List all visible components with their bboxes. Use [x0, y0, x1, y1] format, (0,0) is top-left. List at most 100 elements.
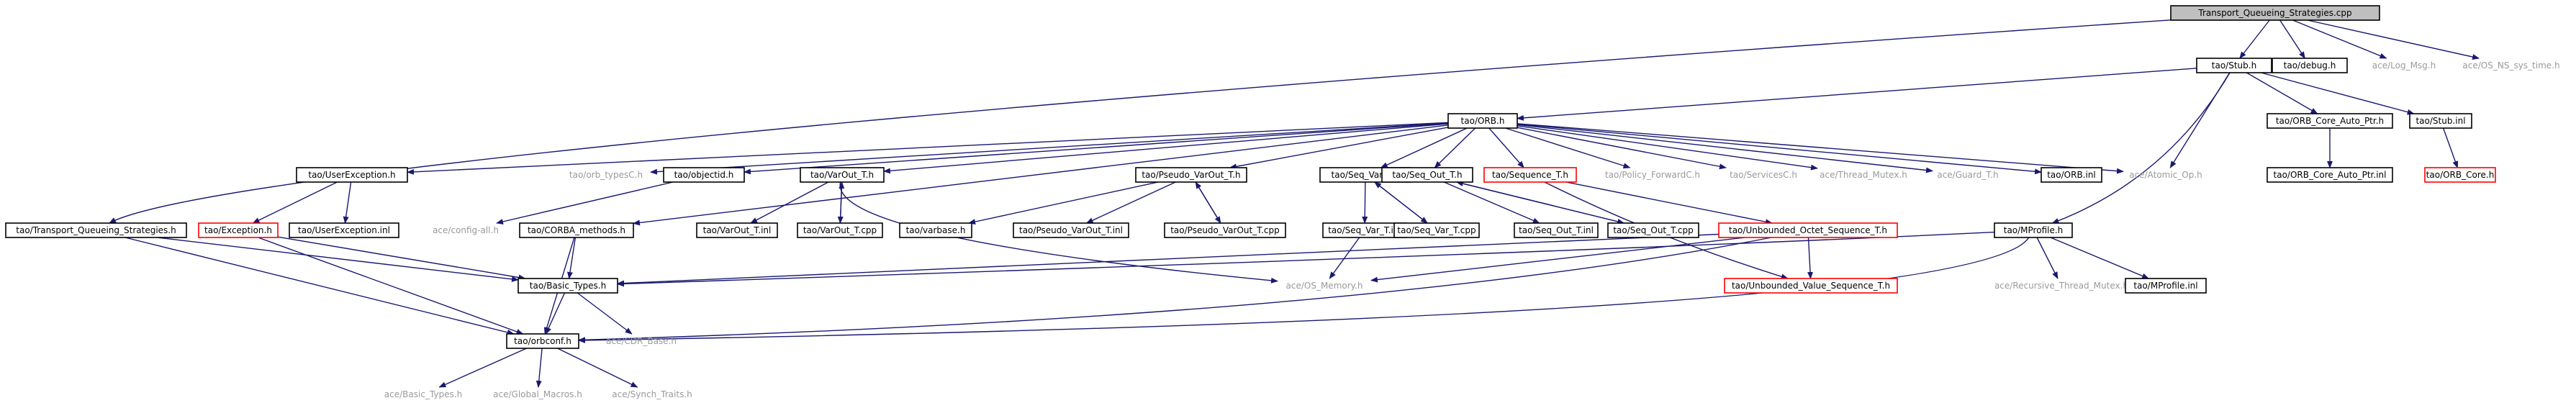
node-box: [899, 222, 972, 238]
node-label: tao/ORB_Core_Auto_Ptr.h: [2276, 116, 2384, 126]
node-pseudocpp[interactable]: tao/Pseudo_VarOut_T.cpp: [1164, 222, 1286, 238]
edge-mprofile-to-orbconf: [578, 237, 2030, 343]
node-varoutinl[interactable]: tao/VarOut_T.inl: [696, 222, 778, 238]
node-seqvarinl[interactable]: tao/Seq_Var_T.inl: [1322, 222, 1407, 238]
edge-varoutcpp-to-varout: [839, 181, 845, 224]
node-label: tao/MProfile.h: [2004, 225, 2064, 235]
node-sequence[interactable]: tao/Sequence_T.h: [1483, 167, 1577, 183]
node-userexc[interactable]: tao/UserException.h: [296, 167, 408, 183]
edge-orb-to-orbtypes: [650, 122, 1449, 175]
edge-orbconf-to-synchtraits: [557, 348, 638, 388]
node-label: ace/Synch_Traits.h: [612, 389, 692, 399]
node-unbvalue[interactable]: tao/Unbounded_Value_Sequence_T.h: [1724, 278, 1898, 294]
node-seqoutinl[interactable]: tao/Seq_Out_T.inl: [1514, 222, 1599, 238]
node-box: [1514, 222, 1599, 238]
node-label: tao/Seq_Out_T.h: [1392, 170, 1462, 180]
node-box: [296, 167, 408, 183]
node-label: ace/Thread_Mutex.h: [1820, 170, 1907, 180]
edge-orb-to-services: [1517, 127, 1727, 170]
node-label: tao/varbase.h: [906, 225, 966, 235]
node-label: tao/objectid.h: [674, 170, 734, 180]
node-label: ace/Global_Macros.h: [493, 389, 582, 399]
edge-orbconf-to-acebasic: [438, 348, 527, 388]
node-stubinl[interactable]: tao/Stub.inl: [2409, 113, 2472, 129]
node-orb[interactable]: tao/ORB.h: [1447, 113, 1518, 129]
node-coreauto[interactable]: tao/ORB_Core_Auto_Ptr.h: [2267, 113, 2393, 129]
edge-root-to-tqsh: [109, 19, 2171, 224]
node-label: tao/VarOut_T.h: [810, 170, 874, 180]
node-pseudoinl[interactable]: tao/Pseudo_VarOut_T.inl: [1013, 222, 1129, 238]
node-osmemory: ace/OS_Memory.h: [1286, 281, 1363, 291]
edge-seqout-to-seqoutinl: [1443, 181, 1540, 224]
node-objectid[interactable]: tao/objectid.h: [663, 167, 745, 183]
node-logmsg: ace/Log_Msg.h: [2372, 60, 2436, 71]
node-seqvarcpp[interactable]: tao/Seq_Var_T.cpp: [1393, 222, 1480, 238]
edge-objectid-to-configall: [496, 181, 674, 225]
node-seqout[interactable]: tao/Seq_Out_T.h: [1381, 167, 1473, 183]
node-varbase[interactable]: tao/varbase.h: [899, 222, 972, 238]
edge-tqsh-to-orbconf: [125, 237, 515, 335]
node-basictypes[interactable]: tao/Basic_Types.h: [518, 278, 618, 294]
node-box: [1607, 222, 1699, 238]
edge-orb-to-userexc: [407, 122, 1449, 175]
node-label: tao/ServicesC.h: [1730, 170, 1797, 180]
node-corbamethods[interactable]: tao/CORBA_methods.h: [519, 222, 634, 238]
node-label: tao/Pseudo_VarOut_T.cpp: [1170, 225, 1280, 235]
node-label: ace/Log_Msg.h: [2372, 60, 2436, 71]
edge-varout-to-varoutinl: [750, 181, 829, 224]
node-box: [1164, 222, 1286, 238]
edge-root-to-ossys: [2307, 19, 2480, 60]
node-box: [1718, 222, 1898, 238]
node-userexcinl[interactable]: tao/UserException.inl: [289, 222, 399, 238]
node-ossys: ace/OS_NS_sys_time.h: [2462, 60, 2559, 71]
node-label: ace/config-all.h: [433, 225, 499, 235]
node-label: tao/Seq_Out_T.inl: [1519, 225, 1594, 235]
node-stub[interactable]: tao/Stub.h: [2196, 58, 2272, 73]
edge-exception-to-orbconf: [258, 237, 524, 335]
edge-mprofile-to-recmutex: [2036, 237, 2058, 279]
node-label: tao/UserException.inl: [298, 225, 390, 235]
edge-mprofile-to-basictypes: [617, 231, 1995, 287]
node-mprofileinl[interactable]: tao/MProfile.inl: [2125, 278, 2207, 294]
edge-seqvarcpp-to-seqvar: [1374, 181, 1428, 224]
node-label: tao/UserException.h: [308, 170, 395, 180]
node-box: [2125, 278, 2207, 294]
node-mprofile[interactable]: tao/MProfile.h: [1994, 222, 2073, 238]
node-recmutex: ace/Recursive_Thread_Mutex.h: [1994, 281, 2128, 291]
node-seqoutcpp[interactable]: tao/Seq_Out_T.cpp: [1607, 222, 1699, 238]
node-tqsh[interactable]: tao/Transport_Queueing_Strategies.h: [5, 222, 187, 238]
node-orbinl[interactable]: tao/ORB.inl: [2041, 167, 2102, 183]
node-label: tao/Seq_Out_T.cpp: [1613, 225, 1693, 235]
node-cdrbase: ace/CDR_Base.h: [606, 336, 677, 346]
node-coreautoinl[interactable]: tao/ORB_Core_Auto_Ptr.inl: [2267, 167, 2393, 183]
node-box: [2424, 167, 2496, 183]
node-unbocttet[interactable]: tao/Unbounded_Octet_Sequence_T.h: [1718, 222, 1898, 238]
edge-orb-to-pseudo: [1229, 127, 1449, 170]
node-configall: ace/config-all.h: [433, 225, 499, 235]
node-label: ace/Basic_Types.h: [384, 389, 462, 399]
edge-corbamethods-to-basictypes: [567, 237, 577, 279]
node-root[interactable]: Transport_Queueing_Strategies.cpp: [2170, 5, 2380, 21]
edge-mprofile-to-mprofileinl: [2050, 237, 2150, 279]
node-debug[interactable]: tao/debug.h: [2272, 58, 2348, 73]
dependency-nodes: Transport_Queueing_Strategies.cpp tao/Stu…: [5, 5, 2560, 399]
edge-seqoutcpp-to-seqout: [1455, 181, 1624, 224]
node-box: [696, 222, 778, 238]
edge-stub-to-stubinl: [2261, 72, 2415, 115]
node-box: [519, 222, 634, 238]
node-orbconf[interactable]: tao/orbconf.h: [506, 333, 579, 349]
node-orbcore[interactable]: tao/ORB_Core.h: [2424, 167, 2496, 183]
node-varoutcpp[interactable]: tao/VarOut_T.cpp: [797, 222, 883, 238]
node-label: tao/Policy_ForwardC.h: [1605, 170, 1700, 180]
node-exception[interactable]: tao/Exception.h: [198, 222, 279, 238]
node-box: [1135, 167, 1247, 183]
node-varout[interactable]: tao/VarOut_T.h: [800, 167, 885, 183]
edge-orb-to-sequence: [1488, 127, 1524, 168]
node-box: [663, 167, 745, 183]
node-label: tao/Stub.h: [2212, 60, 2256, 71]
node-label: tao/Pseudo_VarOut_T.h: [1142, 170, 1240, 180]
node-pseudo[interactable]: tao/Pseudo_VarOut_T.h: [1135, 167, 1247, 183]
node-policy: tao/Policy_ForwardC.h: [1605, 170, 1700, 180]
node-box: [1013, 222, 1129, 238]
